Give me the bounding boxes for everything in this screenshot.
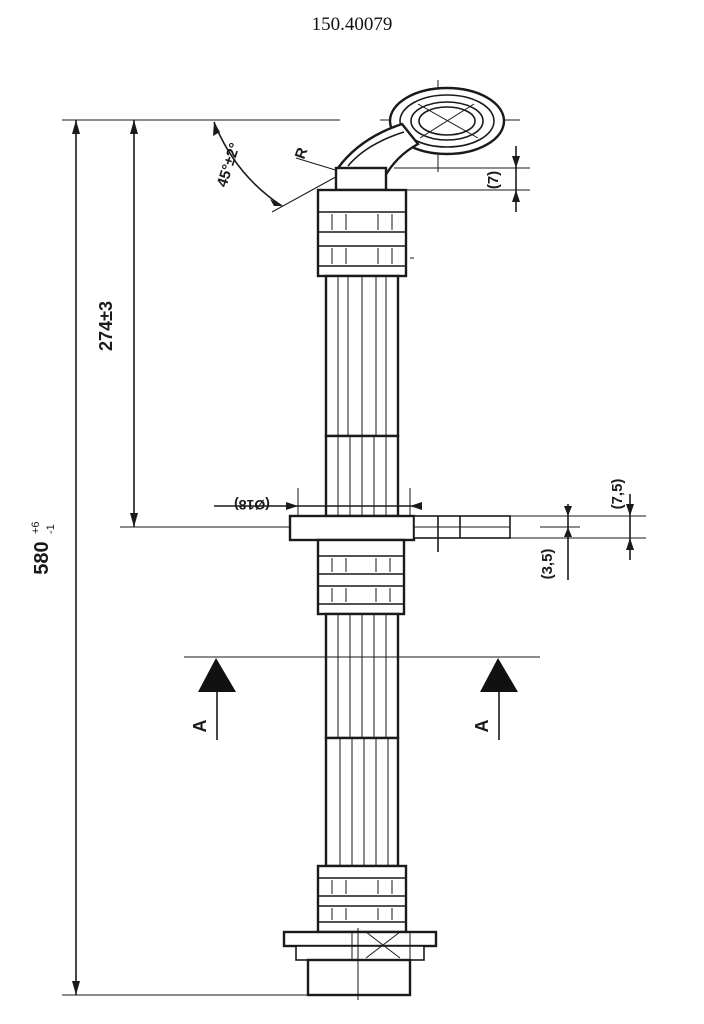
part-number-title: 150.40079 xyxy=(312,14,393,35)
section-arrow-right-icon xyxy=(480,658,518,692)
bracket-diameter-dimension: (Ø18) xyxy=(214,488,422,516)
overall-length-tol-lower: -1 xyxy=(45,524,57,534)
hose-segment-bracket xyxy=(324,434,400,518)
bracket-position-value: 274±3 xyxy=(96,301,116,351)
section-label-right: A xyxy=(472,720,492,733)
overall-length-value: 580 xyxy=(31,541,53,574)
hose-segment-upper xyxy=(324,274,400,438)
section-cut-line: A A xyxy=(184,656,540,740)
mounting-bracket xyxy=(288,514,511,552)
bracket-diameter-value: (Ø18) xyxy=(234,497,270,513)
eye-offset-dimension: (7) xyxy=(394,146,530,212)
lower-crimp-sleeve xyxy=(316,864,408,934)
hose-segment-lower xyxy=(324,612,400,868)
middle-crimp-sleeve xyxy=(316,538,406,616)
upper-crimp-sleeve xyxy=(316,188,414,278)
bracket-position-dimension: 274±3 xyxy=(96,120,300,528)
overall-length-dimension: 580 +6 -1 xyxy=(30,119,340,996)
bracket-thickness-bottom-value: (3,5) xyxy=(539,549,556,580)
bottom-end-fitting xyxy=(282,928,438,1000)
bracket-thickness-top-value: (7,5) xyxy=(609,479,626,510)
bracket-thickness-dimensions: (7,5) (3,5) xyxy=(510,479,646,580)
banjo-eye-fitting xyxy=(334,80,520,192)
eye-offset-value: (7) xyxy=(485,171,502,189)
section-label-left: A xyxy=(190,720,210,733)
section-arrow-left-icon xyxy=(198,658,236,692)
angle-value: 45°±2° xyxy=(214,141,244,189)
radius-label: R xyxy=(292,145,312,161)
overall-length-tol-upper: +6 xyxy=(30,521,42,534)
